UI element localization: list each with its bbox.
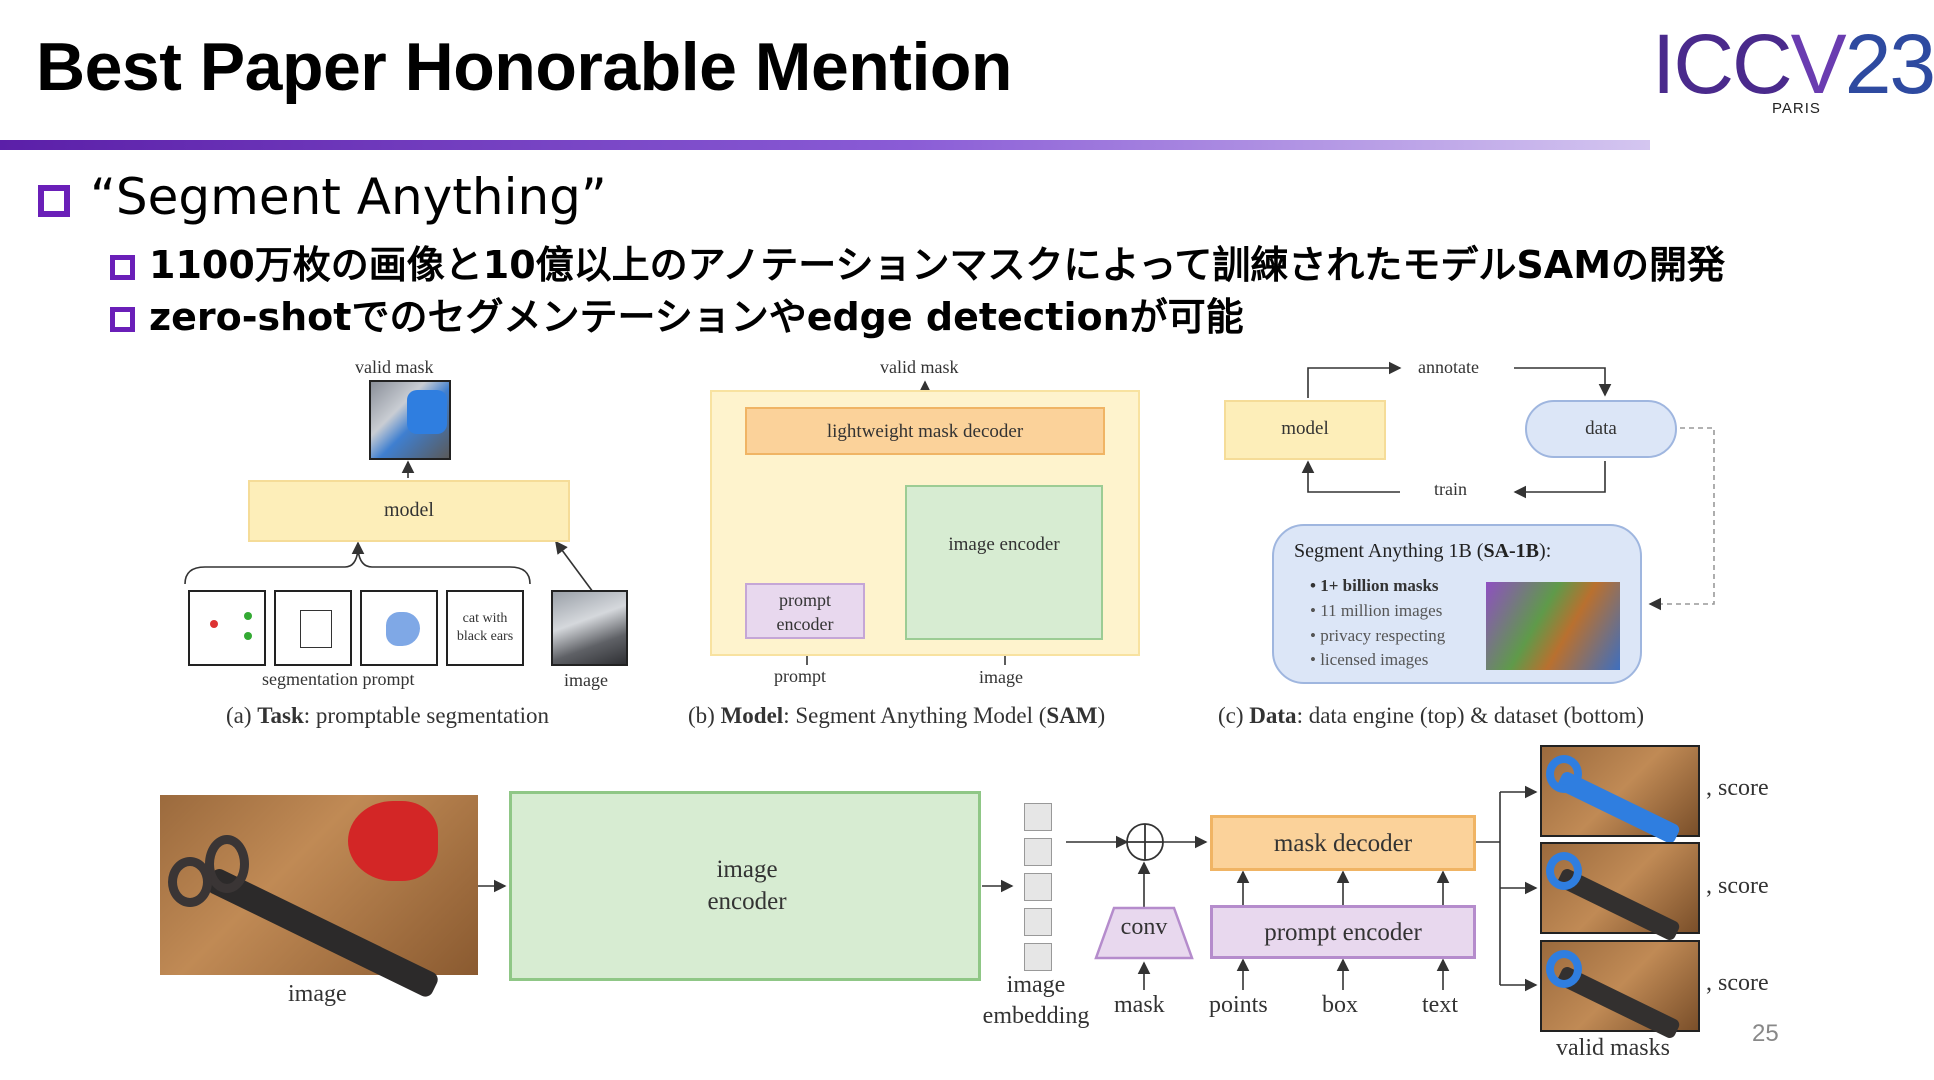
sub-bullet-2: zero-shotでのセグメンテーションやedge detectionが可能 — [110, 286, 1244, 341]
iccv-logo: ICCV23 PARIS — [1652, 22, 1934, 122]
a-valid-mask-label: valid mask — [355, 357, 434, 377]
score-label: , score — [1706, 970, 1769, 996]
conv-label: conv — [1120, 914, 1168, 940]
conv-block — [1094, 906, 1194, 960]
score-label: , score — [1706, 775, 1769, 801]
a-prompt-mask — [360, 590, 438, 666]
a-prompt-points — [188, 590, 266, 666]
bottom-image-encoder-box: image encoder — [509, 791, 981, 981]
c-caption: (c) Data: data engine (top) & dataset (b… — [1218, 703, 1645, 728]
b-image-encoder-box: image encoder — [905, 485, 1103, 640]
bullet-square-icon — [38, 184, 70, 217]
bullet-square-icon — [110, 255, 135, 280]
c-dataset-item: • 11 million images — [1310, 601, 1443, 620]
bottom-mask-decoder-box: mask decoder — [1210, 815, 1476, 871]
image-embedding-label: image embedding — [982, 972, 1090, 1029]
title-divider — [0, 140, 1650, 150]
sub-bullet-text: 1100万枚の画像と10億以上のアノテーションマスクによって訓練されたモデルSA… — [149, 243, 1726, 287]
valid-masks-label: valid masks — [1556, 1035, 1670, 1061]
text-label: text — [1422, 992, 1458, 1018]
sub-bullet-text: zero-shotでのセグメンテーションやedge detectionが可能 — [149, 295, 1244, 339]
a-prompt-box — [274, 590, 352, 666]
c-data-box: data — [1525, 400, 1677, 458]
score-label: , score — [1706, 873, 1769, 899]
c-train-label: train — [1434, 479, 1467, 499]
points-label: points — [1209, 992, 1268, 1018]
bottom-input-image — [160, 795, 478, 1000]
c-dataset-image — [1486, 582, 1620, 670]
main-bullet-text: “Segment Anything” — [90, 168, 607, 226]
b-valid-mask-label: valid mask — [880, 357, 959, 377]
bottom-prompt-encoder-box: prompt encoder — [1210, 905, 1476, 959]
embedding-cell — [1024, 838, 1052, 866]
c-annotate-label: annotate — [1418, 357, 1479, 377]
bullet-square-icon — [110, 307, 135, 332]
c-dataset-title: Segment Anything 1B (SA-1B): — [1294, 540, 1552, 562]
a-segmentation-prompt-label: segmentation prompt — [262, 669, 415, 689]
a-model-box: model — [248, 480, 570, 542]
embedding-cell — [1024, 803, 1052, 831]
a-caption: (a) Task: promptable segmentation — [226, 703, 550, 728]
valid-mask-output — [1540, 842, 1700, 942]
mask-label: mask — [1114, 992, 1165, 1018]
a-image-label: image — [564, 670, 608, 690]
c-dataset-item: • privacy respecting — [1310, 626, 1446, 645]
c-dataset-item: • licensed images — [1310, 650, 1429, 669]
box-label: box — [1322, 992, 1358, 1018]
b-mask-decoder-box: lightweight mask decoder — [745, 407, 1105, 455]
page-number: 25 — [1752, 1020, 1779, 1047]
a-valid-mask-image — [369, 380, 451, 460]
a-prompt-text: cat with black ears — [446, 590, 524, 666]
slide-title: Best Paper Honorable Mention — [36, 29, 1012, 105]
c-dataset-item: • 1+ billion masks — [1310, 576, 1439, 595]
a-input-image — [551, 590, 628, 666]
main-bullet: “Segment Anything” — [38, 168, 607, 226]
logo-text: ICCV23 — [1652, 17, 1934, 111]
b-caption: (b) Model: Segment Anything Model (SAM) — [688, 703, 1106, 728]
c-dataset-box: Segment Anything 1B (SA-1B): • 1+ billio… — [1272, 524, 1642, 684]
embedding-cell — [1024, 873, 1052, 901]
embedding-cell — [1024, 908, 1052, 936]
valid-mask-output — [1540, 940, 1700, 1040]
bottom-image-label: image — [288, 981, 347, 1007]
embedding-cell — [1024, 943, 1052, 971]
b-prompt-label: prompt — [774, 666, 826, 686]
valid-mask-output — [1540, 745, 1700, 845]
logo-location: PARIS — [1772, 100, 1821, 117]
c-model-box: model — [1224, 400, 1386, 460]
sub-bullet-1: 1100万枚の画像と10億以上のアノテーションマスクによって訓練されたモデルSA… — [110, 234, 1725, 289]
b-image-label: image — [979, 667, 1023, 687]
b-prompt-encoder-box: prompt encoder — [745, 583, 865, 639]
